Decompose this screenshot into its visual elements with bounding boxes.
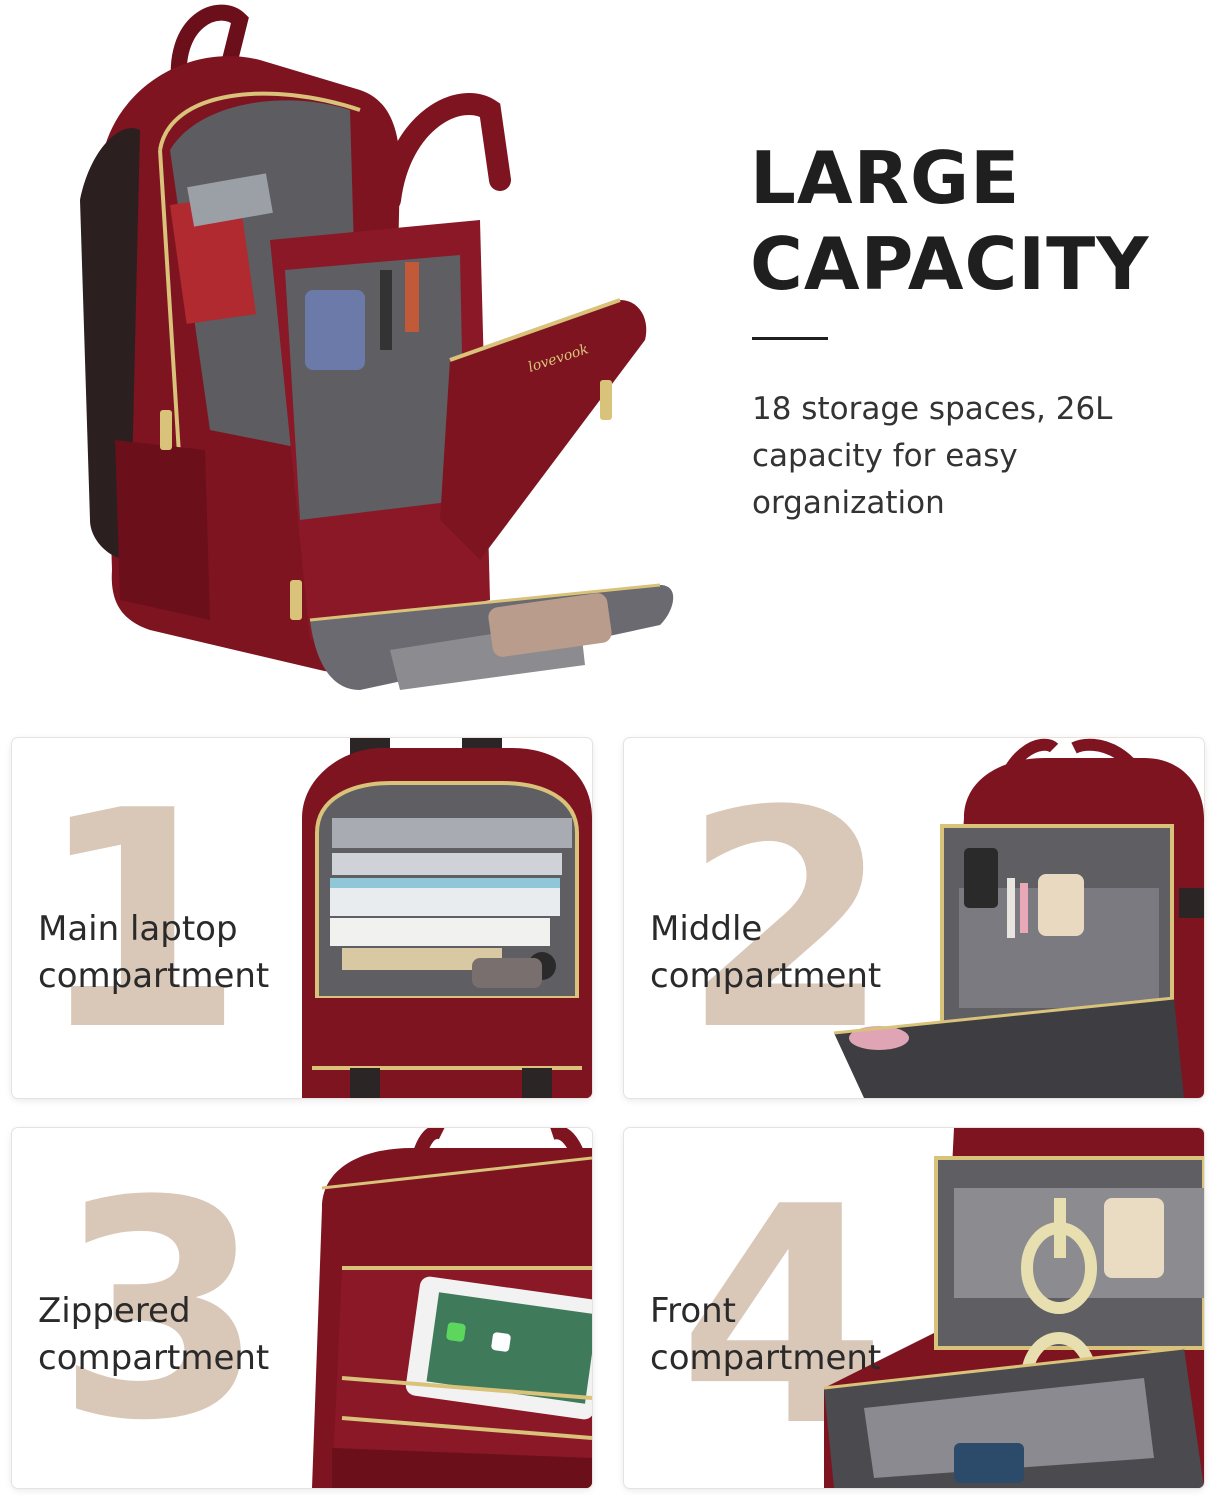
hero-divider — [752, 337, 828, 340]
panel-label-1: Main laptop compartment — [38, 906, 338, 1000]
panel-number-3: 3 — [56, 1137, 265, 1486]
panel-front: 4 Front compartment — [624, 1128, 1204, 1488]
panel-label-1-line2: compartment — [38, 956, 270, 996]
panel-label-3: Zippered compartment — [38, 1288, 338, 1382]
hero-subtitle-line1: 18 storage spaces, 26L — [752, 391, 1113, 427]
backpack-middle-compartment-image — [833, 738, 1204, 1098]
backpack-main-compartment-image — [302, 738, 592, 1098]
panel-zippered: 3 Zippered compartment — [12, 1128, 592, 1488]
backpack-front-compartment-image — [823, 1128, 1204, 1488]
panel-middle: 2 Middle compartment — [624, 738, 1204, 1098]
panel-label-3-line1: Zippered — [38, 1291, 191, 1331]
panel-label-4-line1: Front — [650, 1291, 736, 1331]
panel-label-1-line1: Main laptop — [38, 909, 238, 949]
hero-subtitle-line2: capacity for easy — [752, 438, 1018, 474]
hero-title: LARGE CAPACITY — [750, 135, 1190, 307]
hero-subtitle-line3: organization — [752, 485, 945, 521]
hero-title-line2: CAPACITY — [750, 222, 1150, 306]
panel-number-1: 1 — [36, 747, 245, 1096]
panel-label-2: Middle compartment — [650, 906, 950, 1000]
panel-label-4-line2: compartment — [650, 1338, 882, 1378]
panel-label-2-line1: Middle — [650, 909, 763, 949]
panel-number-2: 2 — [682, 747, 891, 1096]
panel-label-4: Front compartment — [650, 1288, 950, 1382]
hero-title-line1: LARGE — [750, 136, 1021, 220]
panel-label-3-line2: compartment — [38, 1338, 270, 1378]
panel-main-laptop: 1 Main laptop compartment — [12, 738, 592, 1098]
hero-subtitle: 18 storage spaces, 26L capacity for easy… — [752, 386, 1172, 527]
hero-backpack-image: lovevook — [80, 4, 674, 690]
panel-label-2-line2: compartment — [650, 956, 882, 996]
backpack-zippered-compartment-image — [312, 1128, 592, 1488]
